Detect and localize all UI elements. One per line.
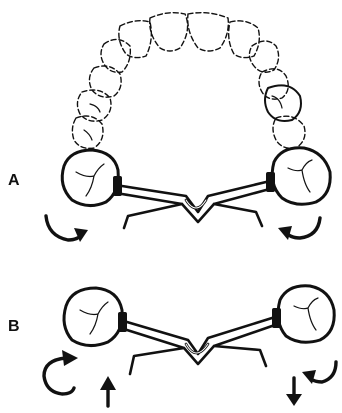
molar-right-a [266, 148, 330, 204]
molar-band [266, 172, 275, 192]
tooth-lateral-incisor-left [119, 21, 151, 58]
rotation-arrow-left-b [44, 350, 78, 394]
rotation-arrow-left-a [46, 216, 88, 242]
tooth-lateral-incisor-right [229, 21, 260, 58]
tooth-detail-mark [84, 130, 92, 140]
molar-left-b [64, 288, 127, 346]
molar-fissure [80, 302, 108, 334]
tooth-canine-left [101, 39, 130, 72]
tooth-premolar-right-1 [259, 69, 288, 99]
panel-label-b: B [8, 319, 20, 335]
molar-band [118, 312, 127, 332]
appliance-wire-b [127, 318, 272, 374]
up-arrow-left-b [100, 376, 116, 406]
appliance-wire-a [122, 182, 266, 228]
molar-fissure [294, 298, 318, 330]
tooth-central-incisor-left [150, 13, 188, 51]
panel-label-a: A [8, 173, 20, 189]
rotation-arrow-right-b [302, 362, 336, 384]
molar-fissure [288, 160, 312, 192]
tooth-detail-mark [90, 104, 100, 112]
tooth-premolar-right-2 [265, 85, 301, 121]
molar-left-a [62, 150, 122, 206]
dental-arch [72, 13, 305, 149]
tooth-central-incisor-right [188, 13, 229, 51]
molar-band [272, 308, 281, 328]
down-arrow-right-b [286, 378, 302, 406]
molar-band [113, 176, 122, 196]
rotation-arrow-right-a [278, 218, 320, 240]
molar-right-b [272, 286, 334, 342]
tooth-premolar-left-1 [89, 66, 121, 97]
molar-fissure [76, 164, 104, 196]
tooth-premolar-left-3 [72, 116, 103, 148]
